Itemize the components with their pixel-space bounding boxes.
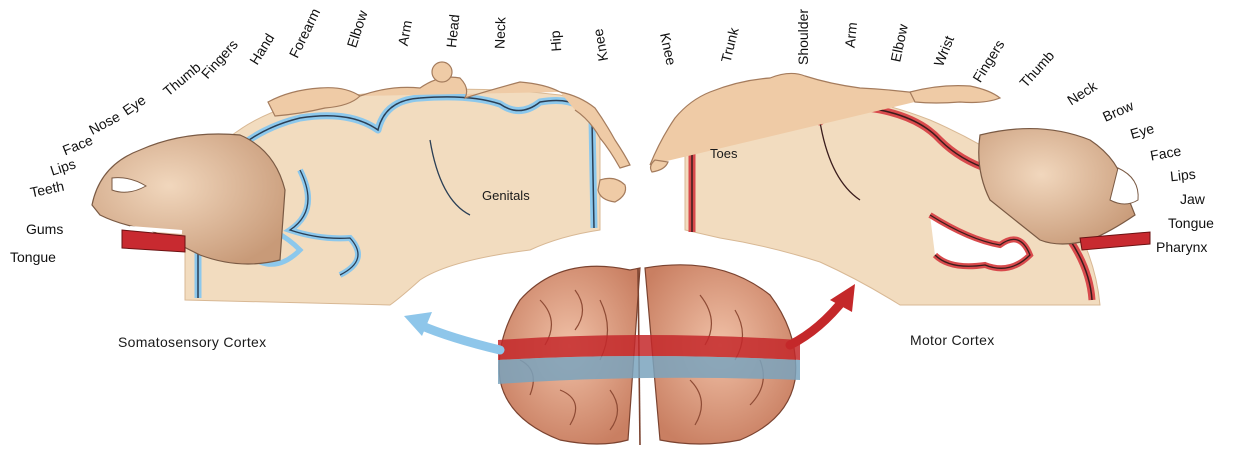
motor-cortex-title: Motor Cortex	[910, 332, 995, 348]
sensory-label-head: Head	[444, 14, 461, 49]
sensory-face-illustration	[92, 134, 285, 264]
motor-label-toes: Toes	[710, 146, 737, 161]
motor-arrow	[790, 284, 855, 345]
motor-label-tongue: Tongue	[1168, 216, 1214, 230]
motor-label-arm: Arm	[843, 22, 860, 49]
sensory-label-gums: Gums	[26, 222, 63, 236]
sensory-cortex-title: Somatosensory Cortex	[118, 334, 266, 350]
motor-label-jaw: Jaw	[1180, 192, 1205, 206]
motor-label-lips: Lips	[1169, 167, 1196, 184]
motor-label-shoulder: Shoulder	[796, 9, 810, 65]
sensory-label-arm: Arm	[396, 19, 414, 47]
sensory-label-neck: Neck	[492, 17, 507, 49]
sensory-label-hip: Hip	[548, 30, 563, 52]
sensory-label-genitals: Genitals	[482, 188, 530, 203]
sensory-arrow	[404, 312, 500, 350]
sensory-label-tongue: Tongue	[10, 250, 56, 264]
motor-label-pharynx: Pharynx	[1156, 240, 1207, 254]
